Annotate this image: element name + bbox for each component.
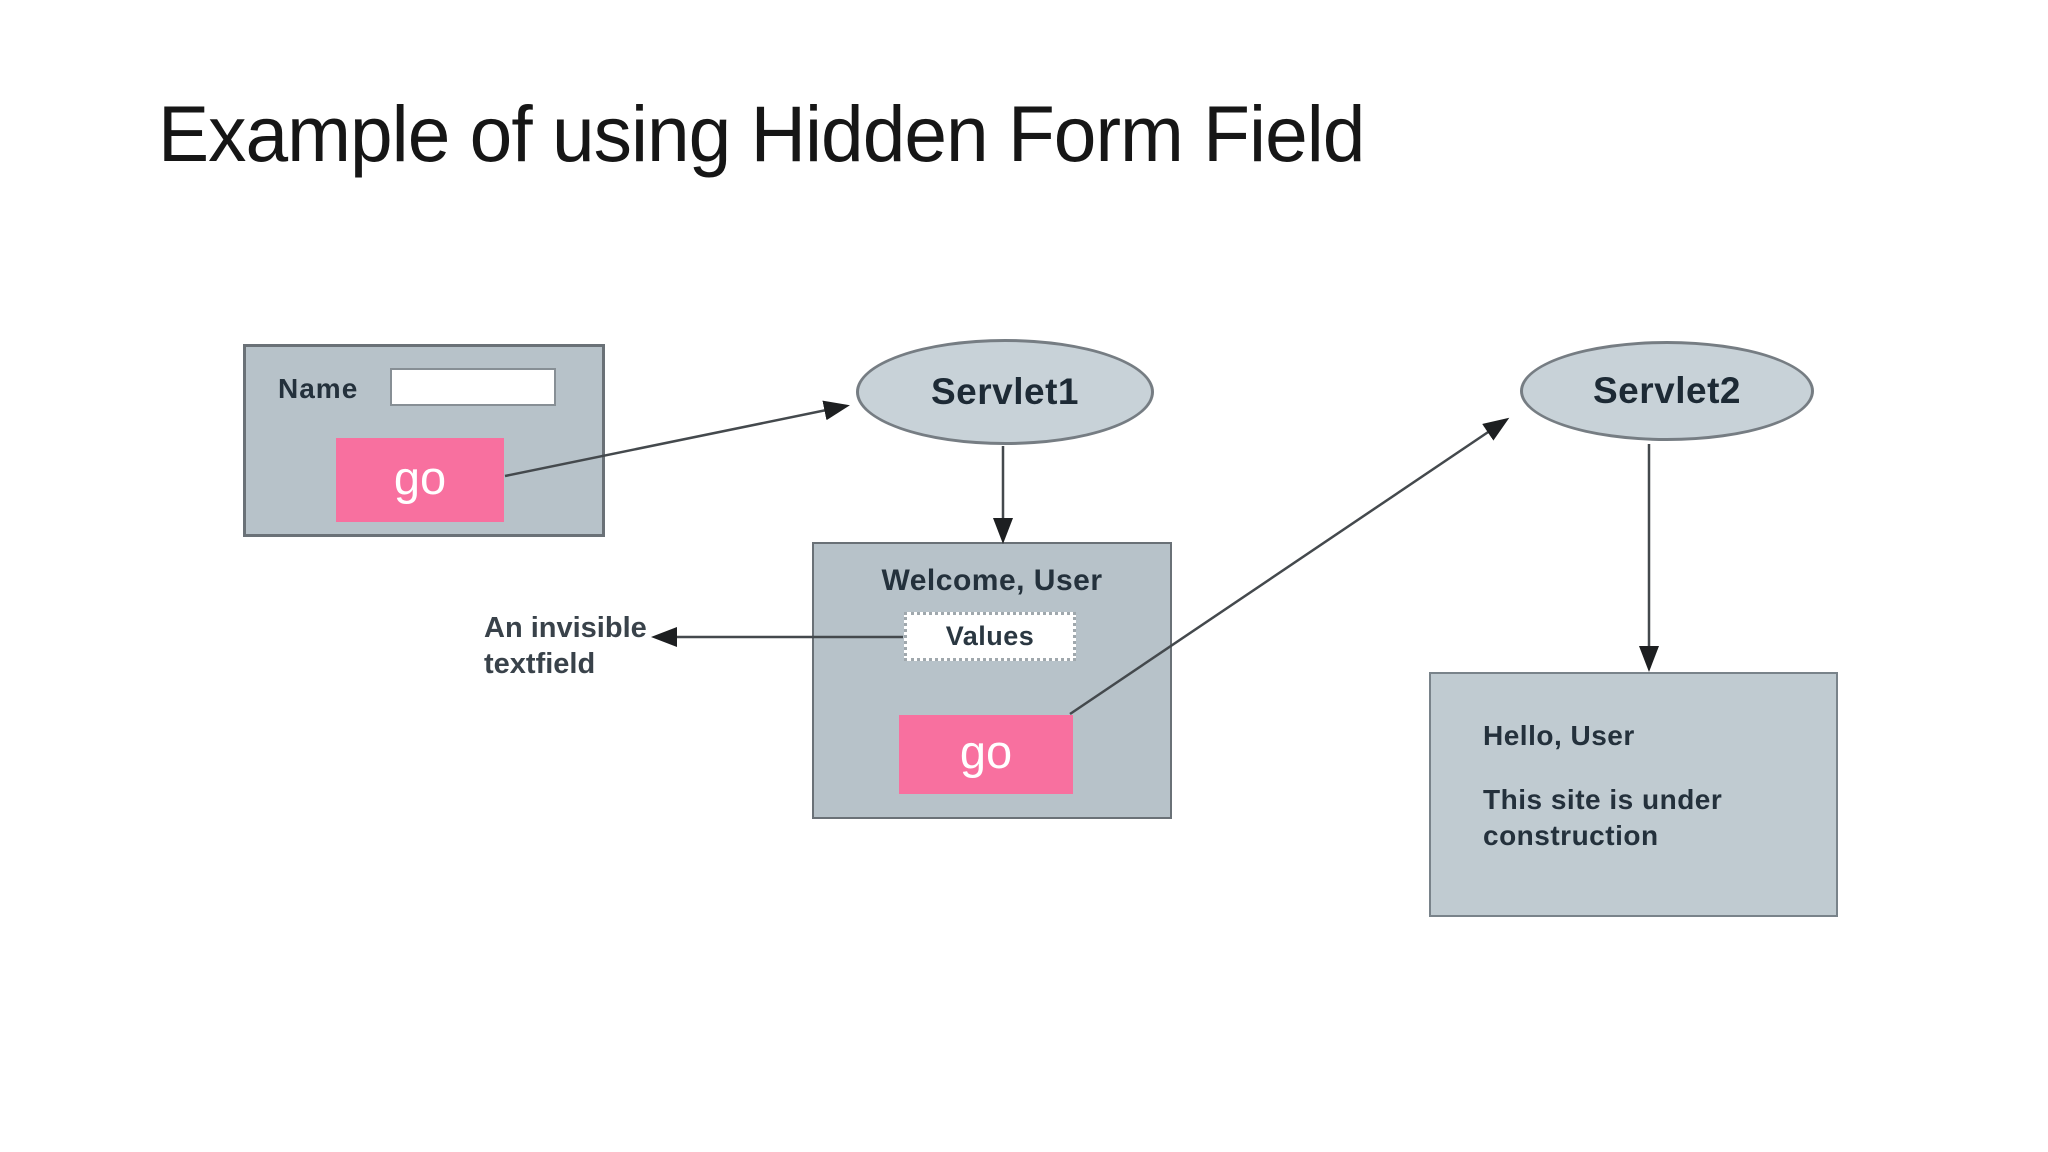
servlet2-node: Servlet2 [1520,341,1814,441]
name-label: Name [278,373,359,404]
welcome-heading: Welcome, User [881,564,1103,597]
welcome-page-panel: Welcome, User Values go [812,542,1172,819]
result-body-text: This site is under construction [1483,784,1723,852]
slide-title: Example of using Hidden Form Field [158,89,1365,178]
form1-panel: Name go [243,344,605,537]
values-label: Values [945,621,1035,651]
name-input[interactable] [390,368,556,406]
values-hidden-textfield[interactable]: Values [904,612,1076,661]
form1-go-button[interactable]: go [336,438,504,522]
servlet1-node: Servlet1 [856,339,1154,445]
servlet1-label: Servlet1 [931,371,1079,412]
welcome-go-button[interactable]: go [899,715,1073,794]
result-page-panel: Hello, User This site is under construct… [1429,672,1838,917]
invisible-textfield-annotation: An invisible textfield [484,612,647,681]
result-heading: Hello, User [1483,720,1635,751]
servlet2-label: Servlet2 [1593,370,1741,411]
